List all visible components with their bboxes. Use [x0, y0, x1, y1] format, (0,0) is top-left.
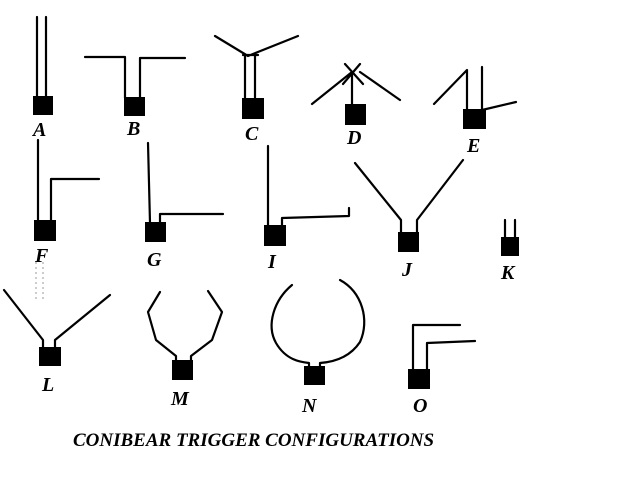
label-d: D: [346, 127, 361, 149]
label-g: G: [147, 249, 162, 271]
label-o: O: [413, 395, 427, 417]
label-k: K: [500, 262, 516, 284]
label-a: A: [31, 119, 46, 141]
label-c: C: [245, 123, 259, 145]
label-i: I: [267, 251, 277, 273]
label-f: F: [34, 245, 49, 267]
config-n: N: [270, 278, 366, 417]
config-e: E: [432, 65, 518, 157]
config-l: L: [2, 262, 112, 396]
label-j: J: [401, 259, 413, 281]
diagram-title: CONIBEAR TRIGGER CONFIGURATIONS: [73, 430, 434, 451]
label-b: B: [126, 118, 140, 140]
config-i: I: [264, 144, 351, 273]
config-o: O: [408, 323, 477, 417]
label-e: E: [466, 135, 480, 157]
config-f: F: [34, 138, 101, 267]
config-j: J: [353, 158, 465, 281]
label-l: L: [41, 374, 54, 396]
config-g: G: [145, 141, 225, 271]
config-b: B: [83, 55, 187, 140]
label-m: M: [170, 388, 190, 410]
config-m: M: [146, 289, 224, 410]
config-k: K: [500, 218, 519, 284]
config-d: D: [310, 62, 402, 149]
config-c: C: [213, 34, 300, 145]
config-a: A: [31, 15, 53, 141]
label-n: N: [301, 395, 318, 417]
